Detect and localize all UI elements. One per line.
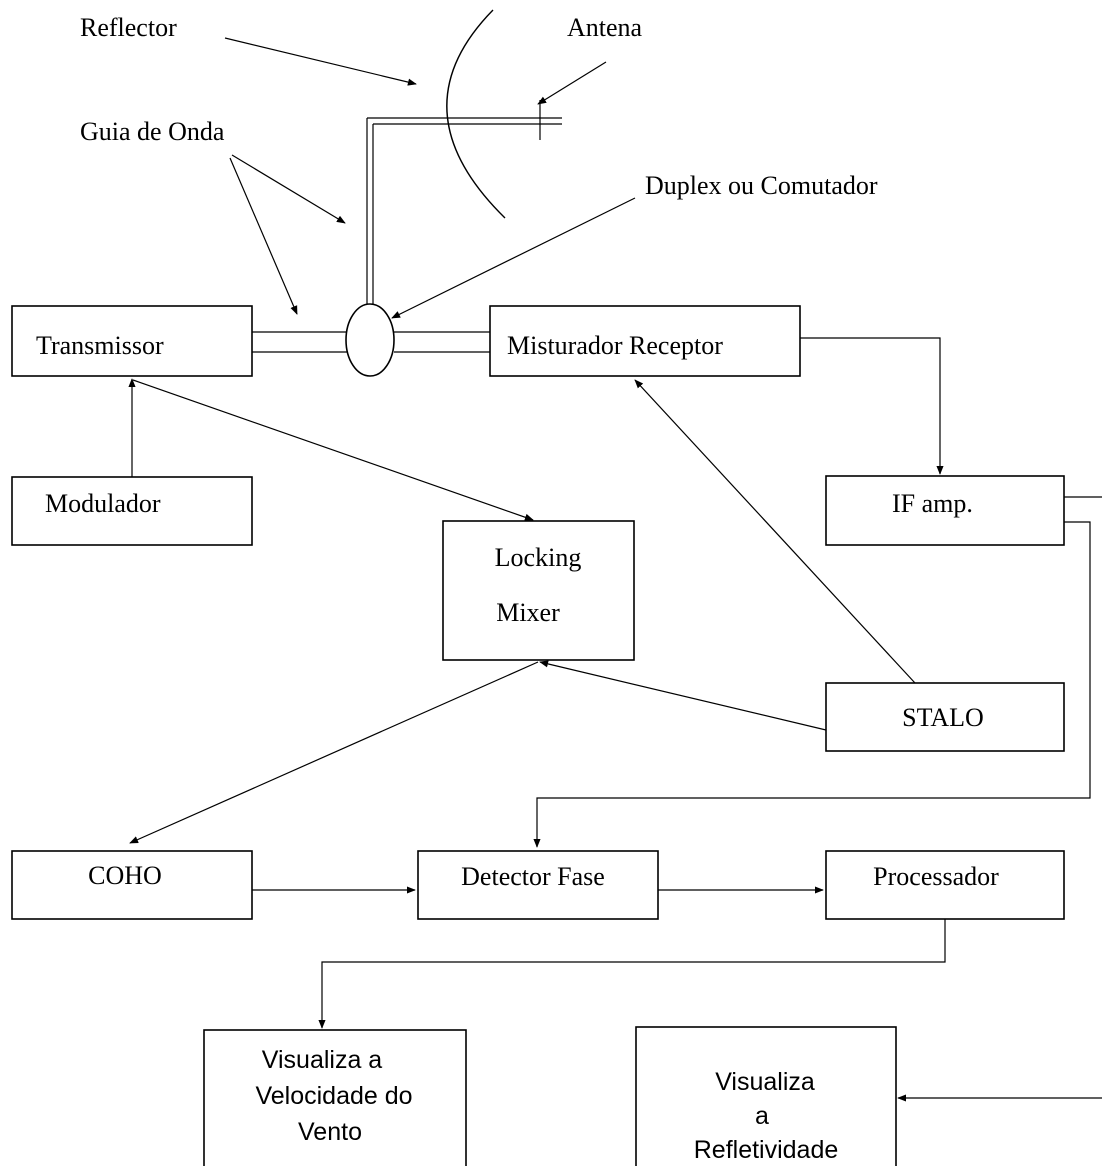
transmitter-block: Transmissor	[11, 305, 253, 377]
antenna-label: Antena	[567, 13, 643, 42]
stalo-label: STALO	[902, 703, 984, 732]
transmitter-label: Transmissor	[36, 331, 164, 360]
reflectivity-display-block: Visualiza a Refletividade	[635, 1026, 897, 1166]
modulator-label: Modulador	[45, 489, 161, 518]
reflectivity-label-line2: a	[755, 1102, 769, 1130]
duplexer-label: Duplex ou Comutador	[645, 171, 878, 200]
locking-mixer-to-coho-arrow	[129, 661, 539, 844]
locking-mixer-label-line1: Locking	[495, 543, 582, 572]
processor-label: Processador	[873, 862, 999, 891]
phase-detector-block: Detector Fase	[417, 850, 659, 920]
reflectivity-label-line1: Visualiza	[715, 1068, 815, 1096]
reflector-label: Reflector	[80, 13, 177, 42]
locking-mixer-block: Locking Mixer	[442, 520, 635, 661]
receiver-to-if-amp-arrow	[800, 337, 944, 475]
stalo-to-locking-mixer-arrow	[539, 660, 827, 731]
locking-mixer-label-line2: Mixer	[496, 598, 560, 627]
transmitter-to-locking-mixer-arrow	[132, 379, 534, 521]
if-amp-block: IF amp.	[825, 475, 1065, 546]
wind-velocity-display-block: Visualiza a Velocidade do Vento	[203, 1029, 467, 1166]
reflector-pointer-arrow	[224, 37, 417, 86]
processor-to-wind-display-arrow	[318, 919, 946, 1029]
duplexer-pointer-arrow	[391, 197, 636, 319]
waveguide-pointer-arrow-2	[229, 157, 298, 315]
reflectivity-label-line3: Refletividade	[694, 1136, 839, 1164]
stalo-to-receiver-arrow	[634, 379, 916, 684]
modulator-block: Modulador	[11, 476, 253, 546]
coho-label: COHO	[88, 861, 162, 890]
duplexer-ellipse	[345, 303, 395, 377]
waveguide-pointer-arrow-1	[231, 154, 346, 224]
waveguide-label: Guia de Onda	[80, 117, 225, 146]
wind-velocity-label-line2: Velocidade do	[255, 1082, 412, 1110]
processor-block: Processador	[825, 850, 1065, 920]
reflector-dish	[446, 9, 506, 219]
wind-velocity-label-line1: Visualiza a	[262, 1046, 383, 1074]
phase-detector-label: Detector Fase	[461, 862, 605, 891]
stalo-block: STALO	[825, 682, 1065, 752]
coho-block: COHO	[11, 850, 253, 920]
antenna-pointer-arrow	[537, 61, 607, 105]
mixer-receiver-block: Misturador Receptor	[489, 305, 801, 377]
mixer-receiver-label: Misturador Receptor	[507, 331, 723, 360]
wind-velocity-label-line3: Vento	[298, 1118, 362, 1146]
if-amp-to-phase-detector-arrow	[533, 521, 1091, 848]
if-amp-label: IF amp.	[892, 489, 973, 518]
